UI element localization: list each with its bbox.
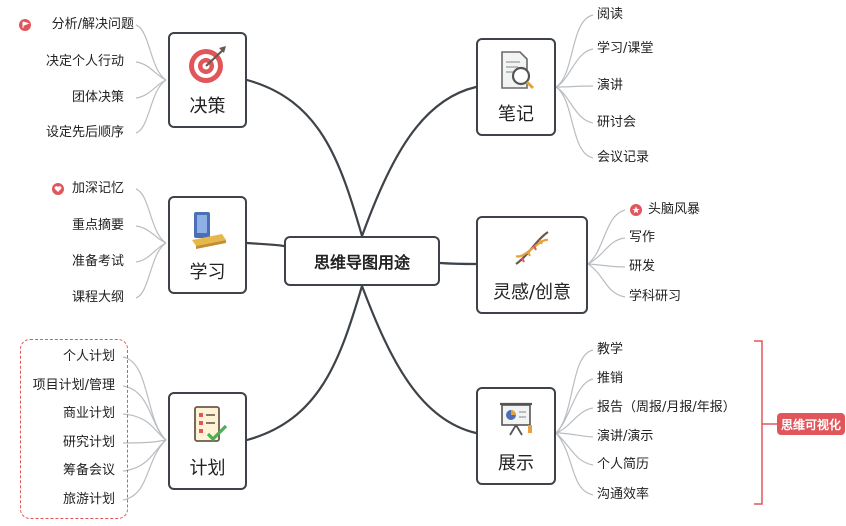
node-present-label: 展示 — [498, 453, 534, 474]
leaf-plan-2[interactable]: 项目计划/管理 — [32, 378, 115, 393]
node-present[interactable]: 展示 — [476, 387, 556, 485]
checklist-icon — [193, 406, 227, 442]
books-icon — [191, 212, 226, 249]
leaf-inspiration-2[interactable]: 写作 — [629, 230, 656, 245]
leaf-present-4[interactable]: 演讲/演示 — [597, 429, 654, 444]
star-icon — [630, 204, 642, 216]
leaf-plan-4[interactable]: 研究计划 — [62, 435, 115, 450]
central-topic-label: 思维导图用途 — [313, 253, 410, 272]
document-search-icon — [501, 51, 535, 90]
leaf-notes-1[interactable]: 阅读 — [597, 7, 624, 22]
leaf-present-1[interactable]: 教学 — [597, 342, 624, 357]
leaf-inspiration-1[interactable]: 头脑风暴 — [648, 202, 701, 217]
node-inspiration[interactable]: 灵感/创意 — [476, 216, 588, 314]
leaf-plan-5[interactable]: 筹备会议 — [62, 463, 115, 478]
leaf-decision-4[interactable]: 设定先后顺序 — [45, 125, 124, 140]
leaf-decision-2[interactable]: 决定个人行动 — [45, 54, 124, 69]
leaf-plan-1[interactable]: 个人计划 — [62, 349, 115, 364]
node-inspiration-label: 灵感/创意 — [492, 282, 572, 303]
node-notes-label: 笔记 — [498, 104, 534, 125]
node-decision-label: 决策 — [189, 96, 226, 117]
leaf-notes-5[interactable]: 会议记录 — [597, 150, 650, 165]
flag-icon — [19, 19, 31, 31]
leaf-notes-4[interactable]: 研讨会 — [597, 115, 637, 130]
leaf-present-2[interactable]: 推销 — [597, 371, 624, 386]
target-icon — [188, 46, 226, 83]
leaf-decision-1[interactable]: 分析/解决问题 — [51, 17, 134, 32]
node-plan-label: 计划 — [189, 458, 226, 479]
dna-icon — [515, 231, 549, 265]
node-study-label: 学习 — [189, 262, 226, 283]
node-decision[interactable]: 决策 — [168, 32, 247, 128]
central-topic[interactable]: 思维导图用途 — [284, 236, 440, 286]
leaf-present-3[interactable]: 报告（周报/月报/年报） — [597, 400, 736, 415]
leaf-plan-6[interactable]: 旅游计划 — [62, 492, 115, 507]
plan-group-highlight — [20, 339, 128, 519]
leaf-present-5[interactable]: 个人简历 — [597, 457, 650, 472]
leaf-inspiration-3[interactable]: 研发 — [629, 259, 656, 274]
node-study[interactable]: 学习 — [168, 196, 247, 294]
leaf-study-1[interactable]: 加深记忆 — [71, 181, 124, 196]
heart-icon — [52, 183, 64, 195]
leaf-decision-3[interactable]: 团体决策 — [71, 90, 124, 105]
summary-badge[interactable]: 思维可视化 — [777, 413, 845, 435]
leaf-present-6[interactable]: 沟通效率 — [597, 487, 650, 502]
node-notes[interactable]: 笔记 — [476, 38, 556, 136]
leaf-study-4[interactable]: 课程大纲 — [71, 290, 124, 305]
leaf-study-3[interactable]: 准备考试 — [71, 254, 124, 269]
leaf-notes-3[interactable]: 演讲 — [597, 78, 624, 93]
leaf-notes-2[interactable]: 学习/课堂 — [597, 41, 654, 56]
leaf-study-2[interactable]: 重点摘要 — [71, 218, 124, 233]
leaf-inspiration-4[interactable]: 学科研习 — [629, 289, 682, 304]
node-plan[interactable]: 计划 — [168, 392, 247, 490]
presentation-board-icon — [500, 402, 532, 436]
leaf-plan-3[interactable]: 商业计划 — [62, 406, 115, 421]
